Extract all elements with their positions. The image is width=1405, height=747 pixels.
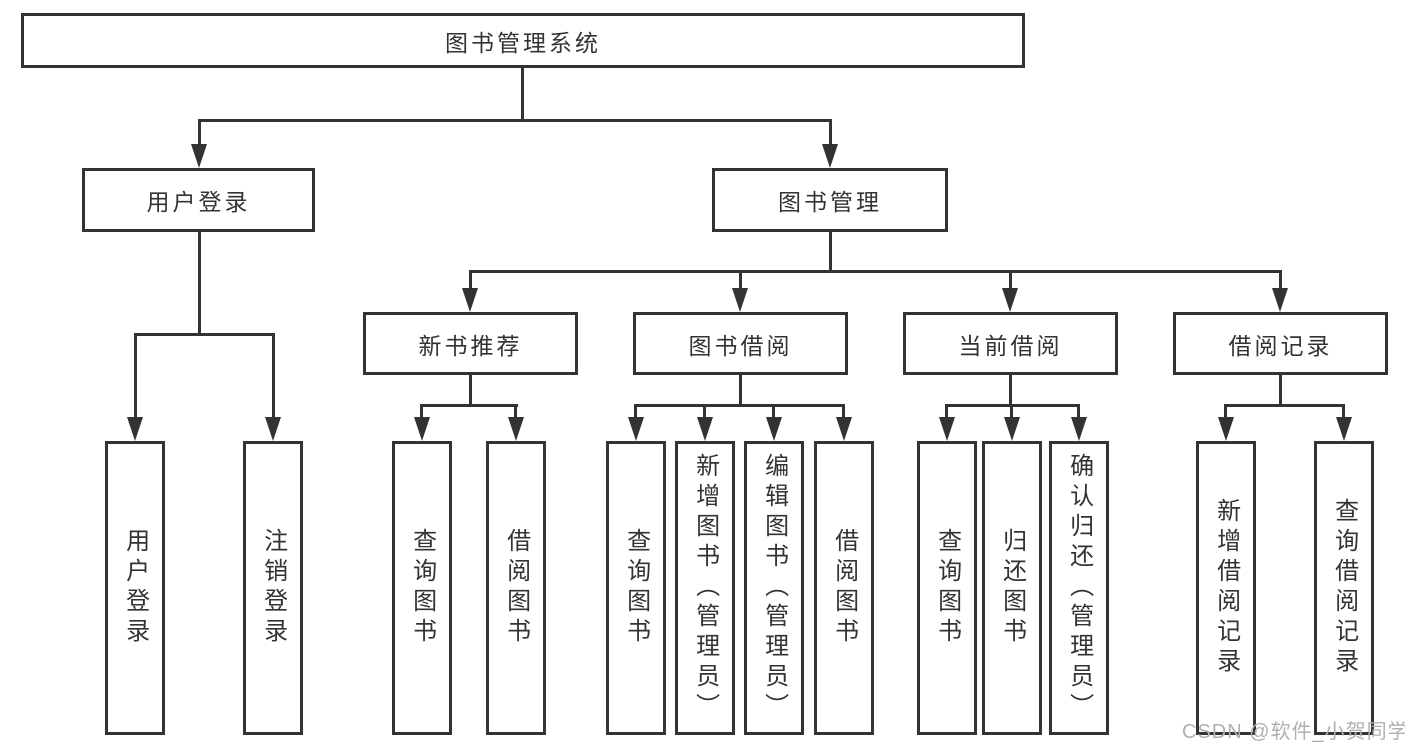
connector-line — [134, 333, 137, 419]
connector-line — [1224, 404, 1345, 407]
connector-line — [514, 404, 517, 419]
node-return-books: 归还图书 — [982, 441, 1042, 735]
connector-line — [420, 404, 423, 419]
node-confirm-return-admin: 确认归还（管理员） — [1049, 441, 1109, 735]
node-edit-books-admin: 编辑图书（管理员） — [744, 441, 804, 735]
arrowhead-down-icon — [1336, 417, 1352, 441]
arrowhead-down-icon — [1272, 288, 1288, 312]
arrowhead-down-icon — [1218, 417, 1234, 441]
connector-line — [1009, 270, 1012, 290]
node-logout-login: 注销登录 — [243, 441, 303, 735]
arrowhead-down-icon — [265, 417, 281, 441]
connector-line — [829, 232, 832, 273]
node-query-borrow-record: 查询借阅记录 — [1314, 441, 1374, 735]
node-user-login-group: 用户登录 — [82, 168, 315, 232]
connector-line — [1279, 270, 1282, 290]
connector-line — [1077, 404, 1080, 419]
connector-line — [829, 119, 832, 148]
node-borrowing-records: 借阅记录 — [1173, 312, 1388, 375]
node-recommend-query-books: 查询图书 — [392, 441, 452, 735]
connector-line — [1342, 404, 1345, 419]
connector-line — [198, 232, 201, 335]
connector-line — [634, 404, 637, 419]
arrowhead-down-icon — [766, 417, 782, 441]
arrowhead-down-icon — [822, 144, 838, 168]
node-new-book-recommendation: 新书推荐 — [363, 312, 578, 375]
node-library-management-system: 图书管理系统 — [21, 13, 1025, 68]
node-book-borrowing: 图书借阅 — [633, 312, 848, 375]
connector-line — [703, 404, 706, 419]
node-current-borrowing: 当前借阅 — [903, 312, 1118, 375]
connector-line — [420, 404, 518, 407]
connector-line — [1279, 375, 1282, 407]
watermark: CSDN @软件_小贺同学 — [1182, 721, 1405, 743]
connector-line — [134, 333, 275, 336]
node-book-management: 图书管理 — [712, 168, 948, 232]
connector-line — [198, 119, 832, 122]
connector-line — [272, 333, 275, 419]
connector-line — [842, 404, 845, 419]
connector-line — [469, 270, 1281, 273]
arrowhead-down-icon — [462, 288, 478, 312]
connector-line — [469, 375, 472, 407]
arrowhead-down-icon — [1002, 288, 1018, 312]
arrowhead-down-icon — [732, 288, 748, 312]
connector-line — [1009, 375, 1012, 407]
connector-line — [739, 270, 742, 290]
arrowhead-down-icon — [414, 417, 430, 441]
node-add-borrow-record: 新增借阅记录 — [1196, 441, 1256, 735]
connector-line — [198, 119, 201, 148]
arrowhead-down-icon — [508, 417, 524, 441]
arrowhead-down-icon — [1071, 417, 1087, 441]
connector-line — [634, 404, 845, 407]
connector-line — [772, 404, 775, 419]
arrowhead-down-icon — [836, 417, 852, 441]
arrowhead-down-icon — [628, 417, 644, 441]
connector-line — [521, 68, 524, 119]
node-user-login: 用户登录 — [105, 441, 165, 735]
arrowhead-down-icon — [127, 417, 143, 441]
arrowhead-down-icon — [697, 417, 713, 441]
connector-line — [945, 404, 948, 419]
arrowhead-down-icon — [1004, 417, 1020, 441]
node-borrowing-query-books: 查询图书 — [606, 441, 666, 735]
arrowhead-down-icon — [939, 417, 955, 441]
node-recommend-borrow-books: 借阅图书 — [486, 441, 546, 735]
node-current-query-books: 查询图书 — [917, 441, 977, 735]
connector-line — [1010, 404, 1013, 419]
connector-line — [469, 270, 472, 290]
node-add-books-admin: 新增图书（管理员） — [675, 441, 735, 735]
connector-line — [1224, 404, 1227, 419]
connector-line — [739, 375, 742, 407]
node-borrowing-borrow-books: 借阅图书 — [814, 441, 874, 735]
arrowhead-down-icon — [191, 144, 207, 168]
